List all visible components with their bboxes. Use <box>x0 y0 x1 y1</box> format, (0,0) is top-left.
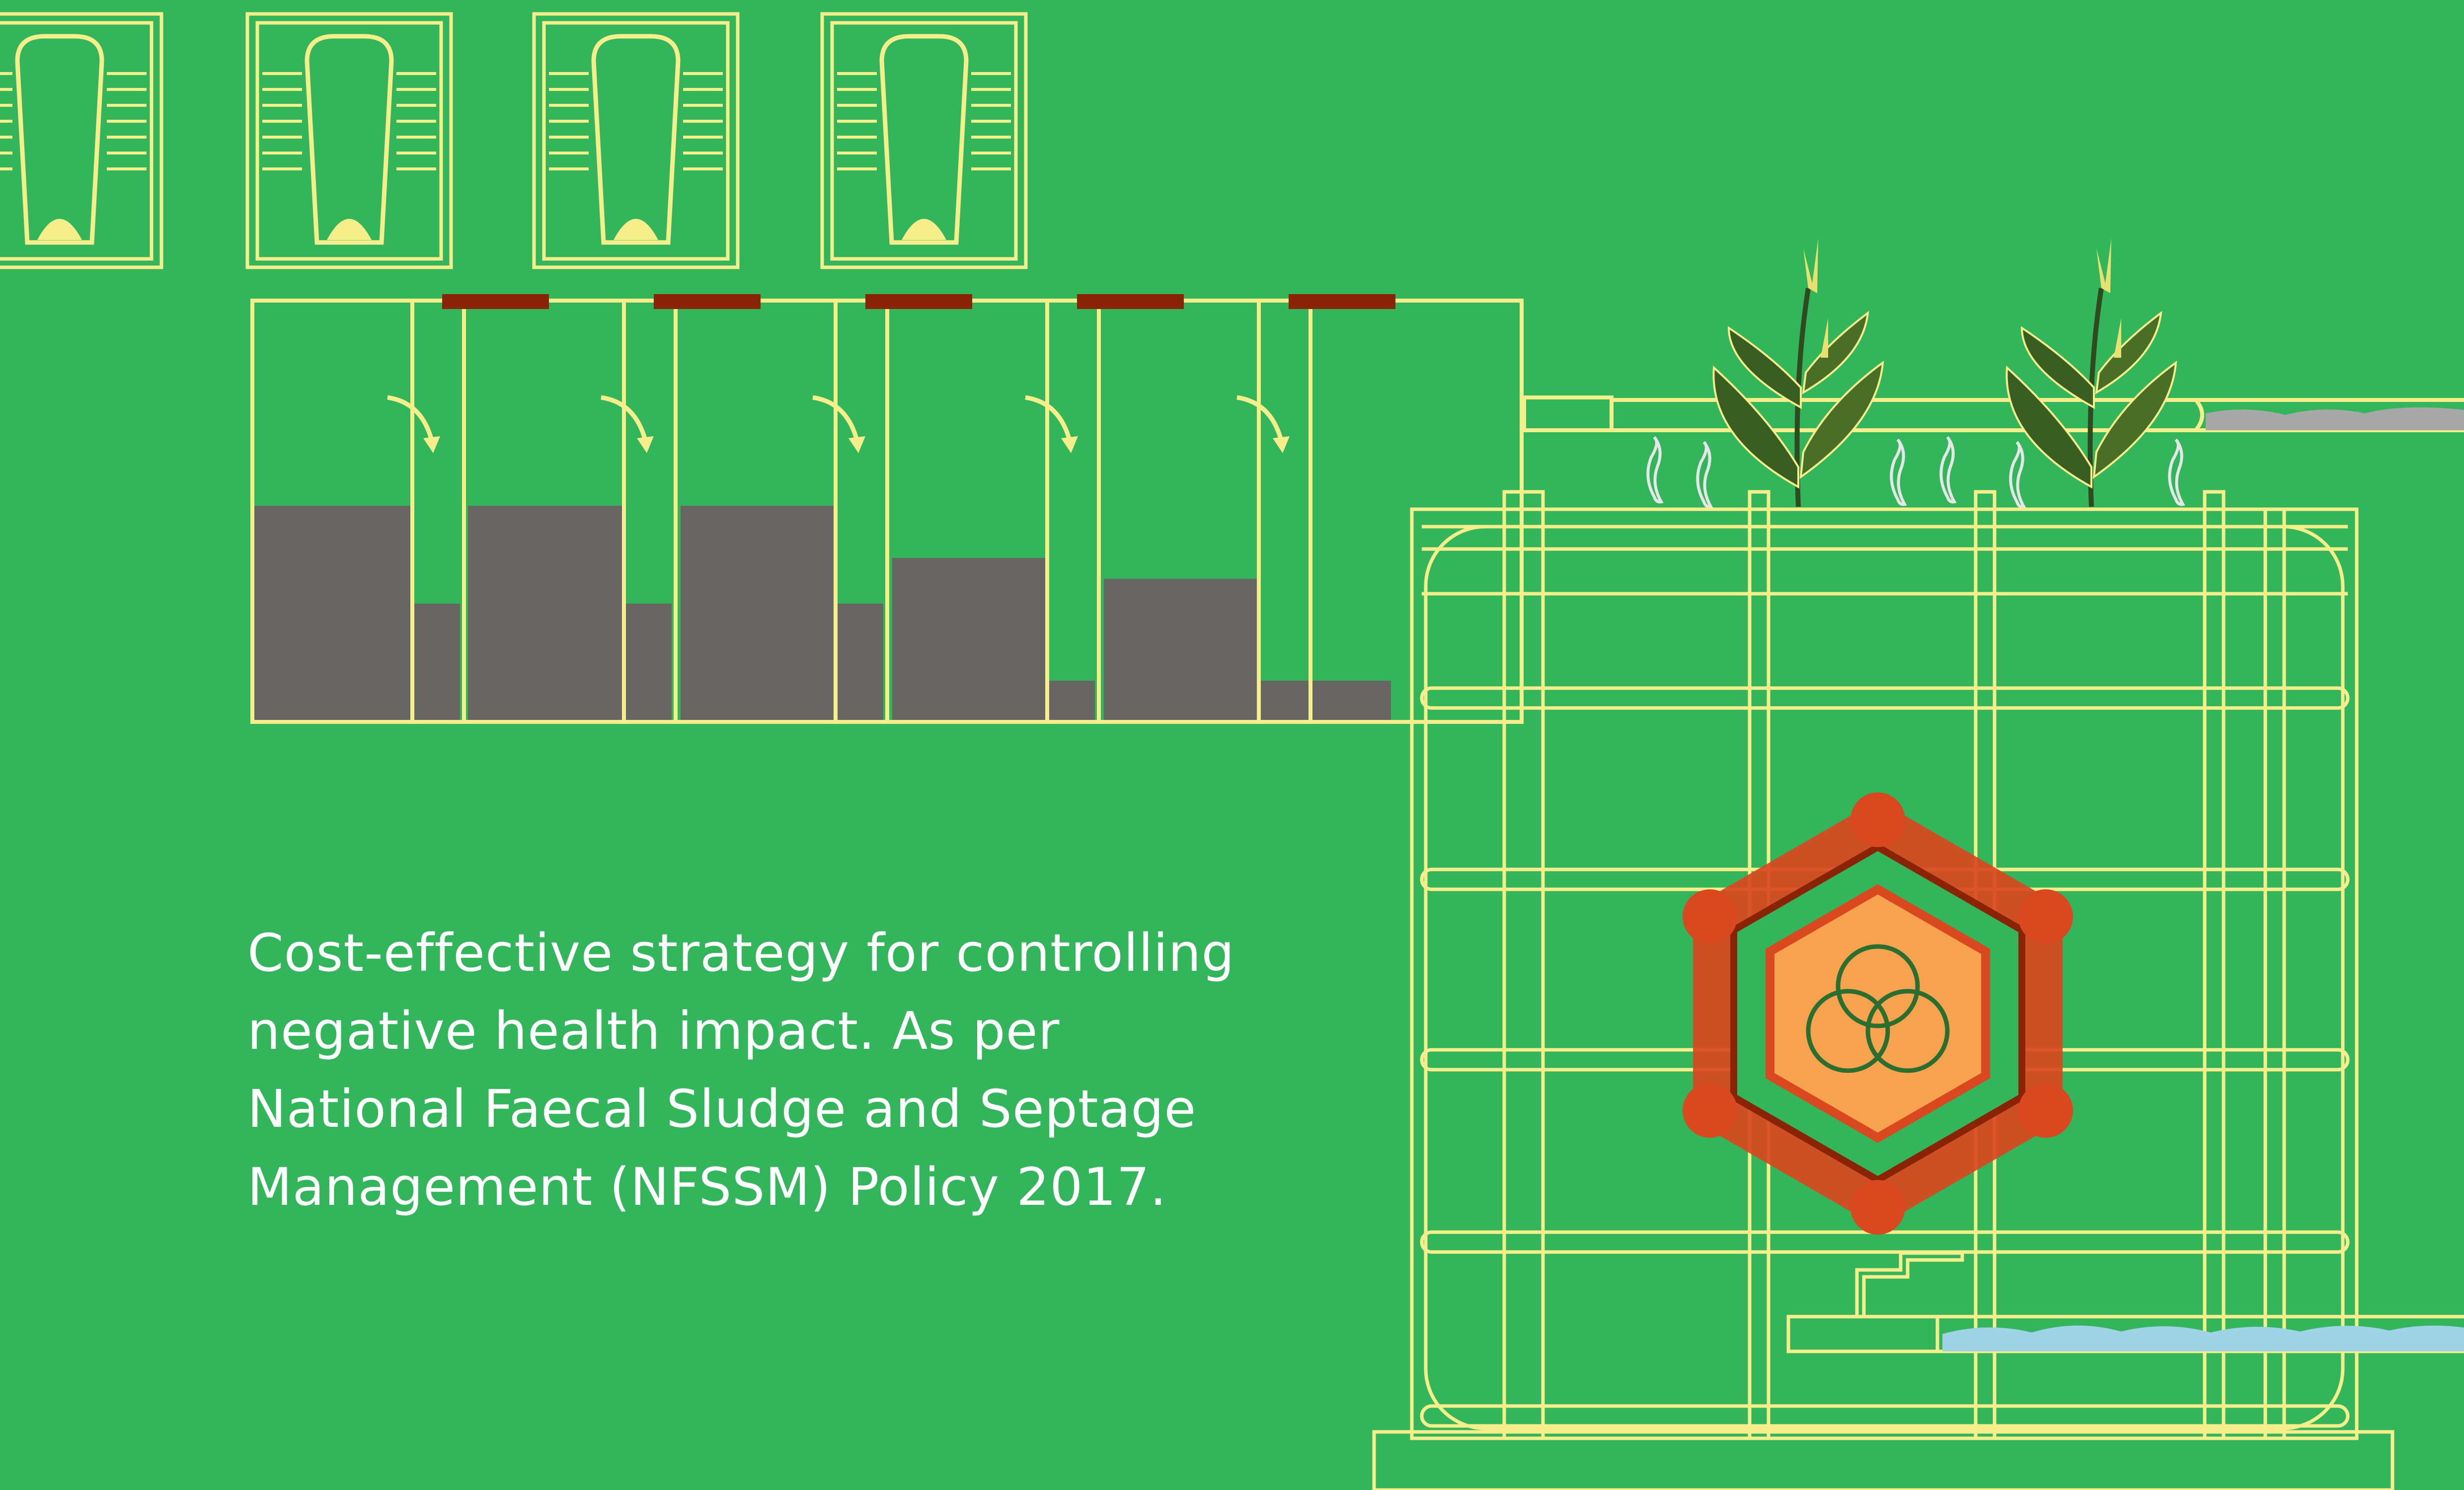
caption-text: Cost-effective strategy for controlling … <box>247 914 1320 1226</box>
earthworm-icon <box>1648 437 1661 502</box>
baffle-caps <box>442 294 1395 309</box>
decorative-hexagon-emblem-icon <box>1683 792 2073 1235</box>
baffle-walls <box>410 301 1312 722</box>
caption-line: negative health impact. As per <box>247 1001 1060 1061</box>
caption-line: Cost-effective strategy for controlling <box>247 923 1235 983</box>
caption-line: Management (NFSSM) Policy 2017. <box>247 1157 1167 1217</box>
toilet-row <box>0 14 1026 267</box>
earthworm-icon <box>1891 440 1905 504</box>
water-flow <box>1942 1325 2464 1351</box>
reed-plant-icon <box>2006 238 2176 507</box>
sludge-layers <box>254 506 1391 720</box>
septic-tank <box>250 294 1524 724</box>
flow-arrows <box>387 397 1290 453</box>
squat-toilet-icon <box>534 14 738 267</box>
squat-toilet-icon <box>247 14 451 267</box>
squat-toilet-icon <box>822 14 1026 267</box>
flow-arrow-icon <box>813 397 865 453</box>
reed-plants <box>1713 238 2176 507</box>
flow-arrow-icon <box>1025 397 1078 453</box>
caption-line: National Faecal Sludge and Septage <box>247 1079 1197 1139</box>
earthworm-icon <box>1941 437 1954 502</box>
squat-toilet-icon <box>0 14 161 267</box>
sludge-outflow <box>2206 407 2464 430</box>
earthworm-icon <box>2169 440 2183 504</box>
earthworm-icon <box>1697 442 1711 507</box>
earthworm-icon <box>2010 442 2024 507</box>
flow-arrow-icon <box>1237 397 1290 453</box>
flow-arrow-icon <box>601 397 654 453</box>
reed-plant-icon <box>1713 238 1883 507</box>
